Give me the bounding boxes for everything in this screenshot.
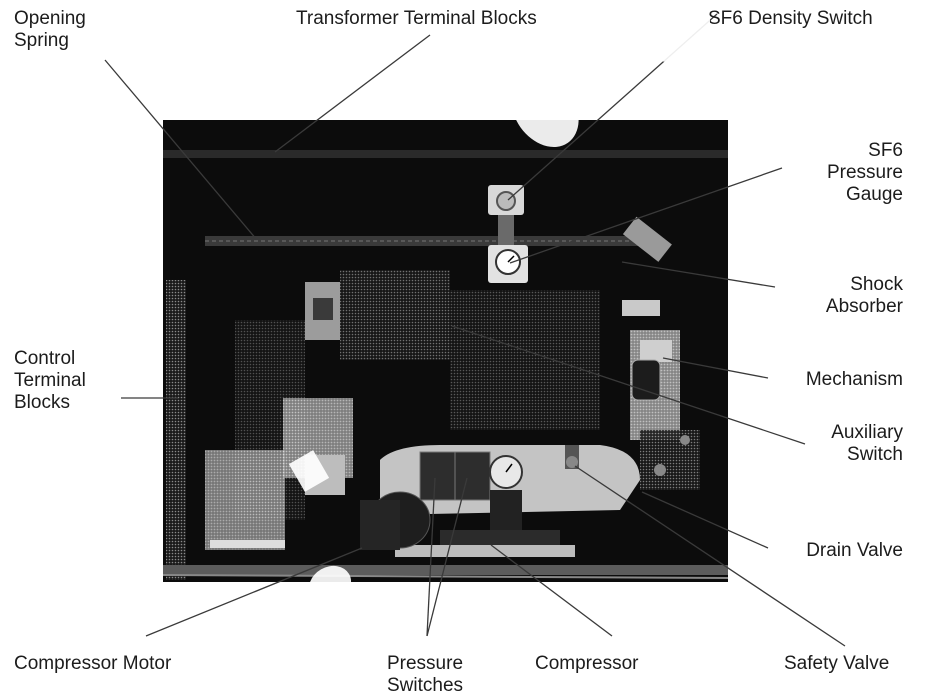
label-pressure-switches: Pressure Switches [386,653,464,696]
leader-compressor [490,544,613,637]
label-safety-valve: Safety Valve [784,653,890,674]
label-sf6-density-switch: SF6 Density Switch [708,8,873,29]
label-compressor: Compressor [535,653,639,674]
leader-opening-spring [104,59,258,241]
label-compressor-motor: Compressor Motor [14,653,172,674]
cabinet-photo [162,120,729,582]
leader-lines [104,13,846,647]
leader-transformer-terminal-blocks [274,34,431,153]
leader-safety-valve [574,465,846,647]
label-drain-valve: Drain Valve [806,540,903,561]
leader-drain-valve [641,491,769,549]
leader-pressure-switch-b [426,477,468,637]
leader-shock-absorber [621,261,776,288]
label-mechanism: Mechanism [805,369,903,390]
leader-compressor-motor [145,547,363,637]
leader-auxiliary-switch [451,325,806,445]
leader-pressure-switch-a [426,477,436,637]
label-auxiliary-switch: Auxiliary Switch [831,422,903,465]
label-transformer-terminal-blocks: Transformer Terminal Blocks [296,8,537,29]
label-sf6-pressure-gauge: SF6 Pressure Gauge [826,140,903,205]
leader-sf6-pressure-gauge [509,167,783,264]
leader-mechanism [662,357,769,379]
label-shock-absorber: Shock Absorber [825,274,903,317]
label-control-terminal-blocks: Control Terminal Blocks [14,348,86,413]
label-opening-spring: Opening Spring [14,8,86,51]
